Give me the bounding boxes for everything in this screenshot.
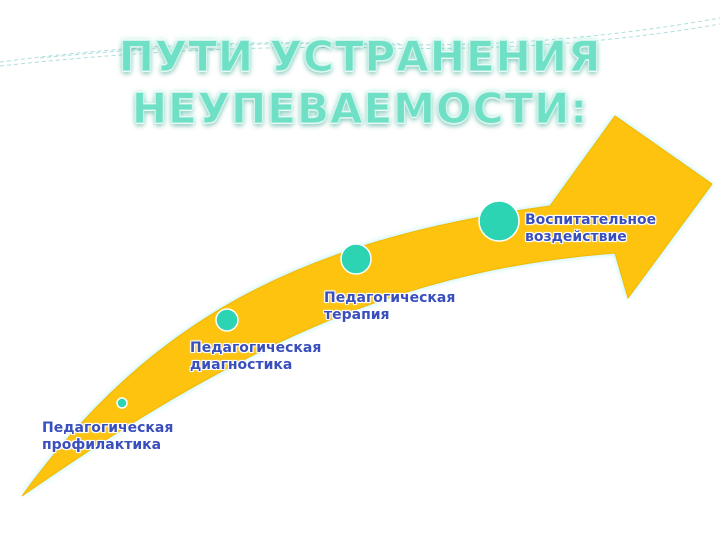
step-label-line: Педагогическая: [42, 420, 174, 436]
decor-swoosh-lines: [0, 17, 720, 67]
step-label-line: Воспитательное: [525, 212, 657, 228]
step-label-line: Педагогическая: [190, 340, 322, 356]
step-dot-1: [116, 397, 128, 409]
step-label-educational-influence: Воспитательное воздействие: [525, 212, 656, 246]
step-label-line: терапия: [324, 307, 390, 323]
page-title-line-1: ПУТИ УСТРАНЕНИЯ: [118, 32, 602, 82]
step-label-line: профилактика: [42, 437, 162, 453]
step-dot-3: [340, 243, 372, 275]
step-dot-2: [215, 308, 239, 332]
step-label-prevention: Педагогическая профилактика: [42, 420, 173, 454]
step-label-therapy: Педагогическая терапия: [324, 290, 455, 324]
page-title-line-2: НЕУПЕВАЕМОСТИ:: [131, 84, 589, 134]
step-label-line: воздействие: [525, 229, 627, 245]
step-label-line: Педагогическая: [324, 290, 456, 306]
step-dot-4: [478, 200, 520, 242]
curved-arrow: [21, 115, 713, 497]
step-label-diagnostics: Педагогическая диагностика: [190, 340, 321, 374]
step-label-line: диагностика: [190, 357, 293, 373]
